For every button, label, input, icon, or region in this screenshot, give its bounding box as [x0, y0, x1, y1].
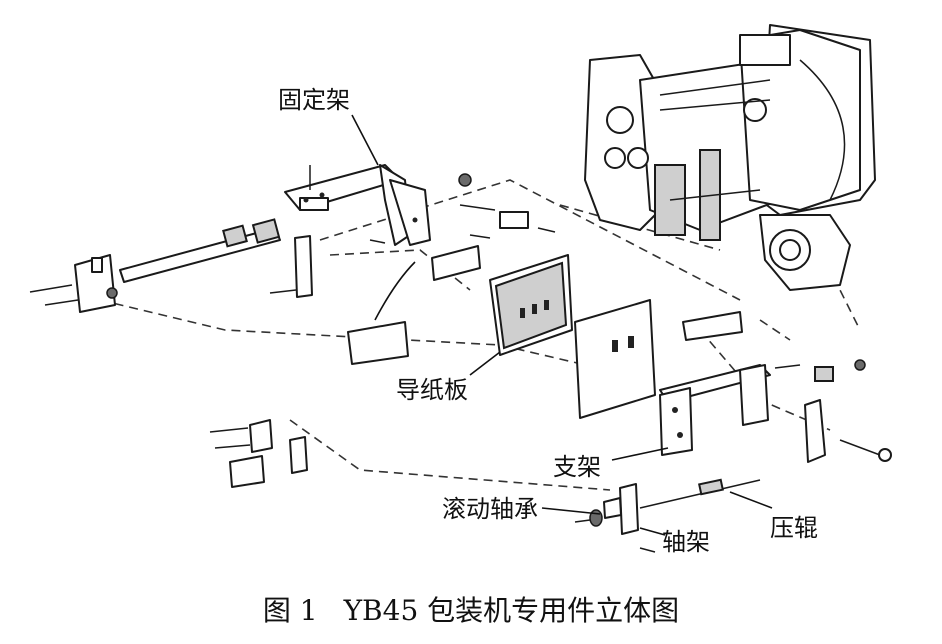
label-rolling-bearing: 滚动轴承: [442, 495, 538, 523]
label-bearing-frame: 轴架: [662, 528, 710, 556]
small-fasteners: [369, 173, 556, 244]
figure-title: YB45 包装机专用件立体图: [343, 594, 680, 627]
fixed-frame-part: [284, 164, 431, 246]
assembly-guide-lines: [99, 179, 861, 491]
label-bracket: 支架: [553, 453, 601, 481]
label-leaders: [351, 114, 773, 536]
lower-left-brackets: [209, 419, 308, 488]
drive-shaft: [119, 218, 281, 283]
machine-body: [584, 24, 876, 291]
paper-guide-plates: [347, 245, 743, 419]
exploded-view-diagram: [29, 24, 892, 553]
roller-assembly: [574, 478, 761, 553]
figure-caption: 图 1 YB45 包装机专用件立体图: [0, 597, 942, 625]
bracket-part: [659, 359, 892, 463]
label-press-roller: 压辊: [770, 514, 818, 542]
label-paper-guide: 导纸板: [396, 376, 468, 404]
guide-bar: [269, 235, 313, 298]
label-fixed-frame: 固定架: [278, 86, 350, 114]
figure-number: 图 1: [262, 594, 318, 627]
end-block-left: [29, 254, 118, 313]
